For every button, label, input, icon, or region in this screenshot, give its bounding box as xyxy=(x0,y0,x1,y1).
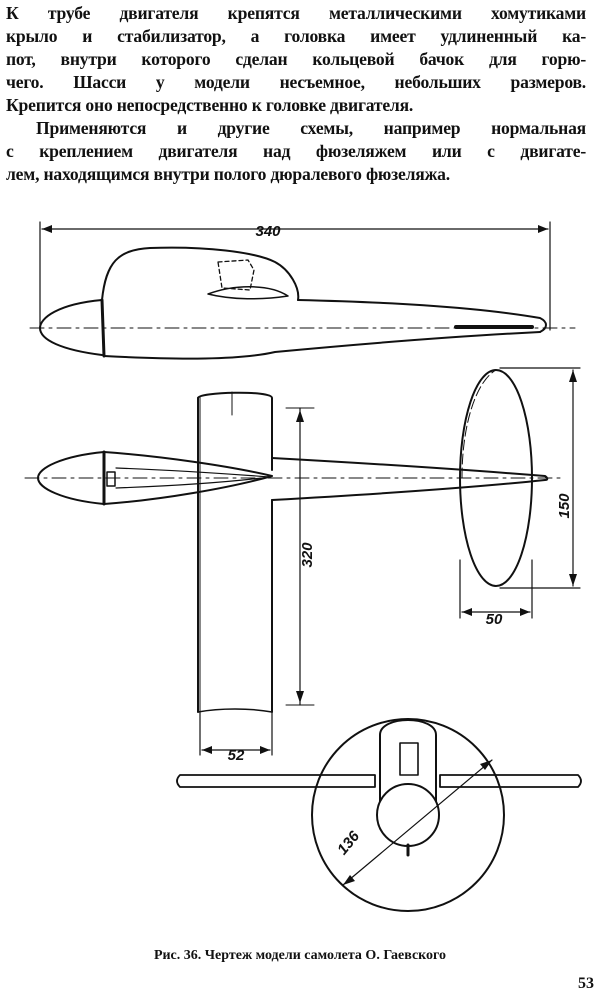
text-line: лем, находящимся внутри полого дюралевог… xyxy=(6,164,450,184)
side-view xyxy=(29,221,576,360)
aircraft-model-drawing: 340 320 52 150 50 136 xyxy=(24,221,582,912)
dimension-label-stabilizer-span: 150 xyxy=(556,493,573,519)
top-view xyxy=(24,367,581,756)
figure-caption: Рис. 36. Чертеж модели самолета О. Гаевс… xyxy=(153,948,447,963)
dimension-label-wing-chord: 52 xyxy=(228,747,245,764)
text-line: с креплением двигателя над фюзеляжем или… xyxy=(6,141,586,161)
page-number: 53 xyxy=(578,975,594,992)
text-line: Применяются и другие схемы, например нор… xyxy=(36,118,586,138)
text-line: Крепится оно непосредственно к головке д… xyxy=(6,95,414,115)
text-line: крыло и стабилизатор, а головка имеет уд… xyxy=(6,26,586,46)
body-text: К трубе двигателя крепятся металлическим… xyxy=(6,2,586,186)
front-view xyxy=(176,718,582,912)
dimension-label-wing-span: 320 xyxy=(299,542,316,568)
text-line: чего. Шасси у модели несъемное, небольши… xyxy=(6,72,586,92)
dimension-label-prop-diameter: 136 xyxy=(334,828,364,859)
dimension-label-length: 340 xyxy=(255,223,281,240)
text-line: пот, внутри которого сделан кольцевой ба… xyxy=(6,49,586,69)
dimension-label-stabilizer-chord: 50 xyxy=(486,611,503,628)
text-line: К трубе двигателя крепятся металлическим… xyxy=(6,3,586,23)
